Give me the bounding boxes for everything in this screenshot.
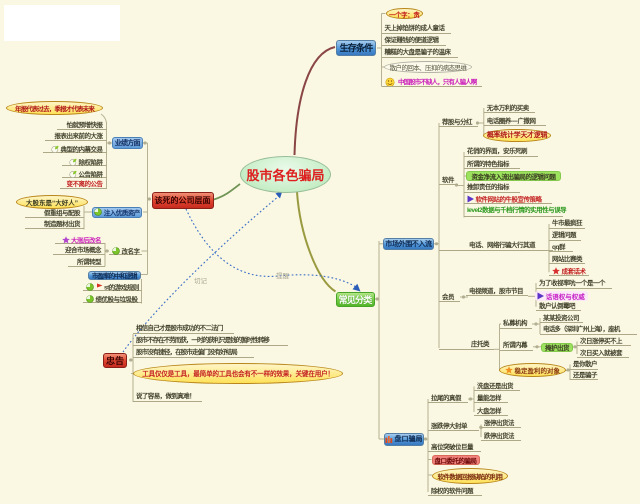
svg-text:提醒: 提醒 <box>276 271 290 280</box>
svg-text:切记: 切记 <box>194 277 208 285</box>
